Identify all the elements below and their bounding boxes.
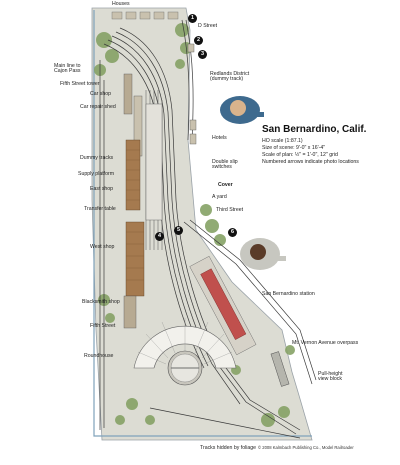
photo-marker: 3	[198, 50, 207, 59]
viewer-figure-1	[220, 96, 264, 124]
label-roundhouse: Roundhouse	[84, 353, 114, 359]
label-cover: Cover	[218, 182, 233, 188]
hotel-buildings	[187, 43, 197, 145]
label-houses: Houses	[112, 1, 130, 7]
photo-marker: 6	[228, 228, 237, 237]
label-fifth-tower: Fifth Street tower	[60, 81, 100, 87]
photo-marker: 4	[155, 232, 164, 241]
credit-line: © 2008 Kalmbach Publishing Co., Model Ra…	[258, 445, 354, 450]
roundhouse-stalls	[137, 318, 233, 365]
label-third-street: Third Street	[216, 207, 244, 213]
shop-roof-marks	[126, 149, 144, 281]
label-fifth-street: Fifth Street	[90, 323, 116, 329]
label-mt-vernon: Mt. Vernon Avenue overpass	[292, 340, 359, 346]
label-d-street: D Street	[198, 23, 218, 29]
label-west-shop: West shop	[90, 244, 115, 250]
label-car-shop: Car shop	[90, 91, 112, 97]
photo-marker: 2	[194, 36, 203, 45]
houses	[111, 11, 179, 20]
label-east-shop: East shop	[90, 186, 114, 192]
label-transfer-table: Transfer table	[84, 206, 116, 212]
label-hotels: Hotels	[212, 135, 227, 141]
photo-marker: 5	[174, 226, 183, 235]
viewer-figure-2	[240, 238, 286, 270]
mt-vernon-overpass	[270, 351, 290, 387]
car-shop-building	[123, 73, 133, 115]
label-double-slip: Double slip switches	[212, 159, 238, 171]
label-hidden-tracks: Tracks hidden by foliage	[200, 445, 257, 451]
info-line: Size of scene: 9'-0" x 16'-4"	[262, 145, 326, 151]
label-main-line: Main line to Cajon Pass	[54, 63, 81, 75]
fascia-line	[93, 10, 312, 437]
info-line: HO scale (1:87.1)	[262, 138, 303, 144]
label-dummy-tracks: Dummy tracks	[80, 155, 114, 161]
label-station: San Bernardino station	[262, 291, 315, 297]
scale-info: HO scale (1:87.1) Size of scene: 9'-0" x…	[262, 138, 392, 166]
label-a-yard: A yard	[212, 194, 227, 200]
label-car-repair-shed: Car repair shed	[80, 104, 116, 110]
supply-platform-building	[145, 103, 163, 221]
station-building	[200, 268, 247, 340]
photo-marker: 1	[188, 14, 197, 23]
roundhouse	[133, 325, 237, 386]
info-line: Scale of plan: ½" = 1'-0", 12" grid	[262, 152, 338, 158]
shop-buildings	[125, 139, 145, 297]
label-blacksmith: Blacksmith shop	[82, 299, 120, 305]
blacksmith-shop	[123, 295, 137, 329]
label-redlands: Redlands District (dummy track)	[210, 71, 250, 83]
label-pull-height: Pull-height view block	[318, 371, 343, 383]
label-supply-platform: Supply platform	[78, 171, 115, 177]
info-line: Numbered arrows indicate photo locations	[262, 159, 359, 165]
page-title: San Bernardino, Calif.	[262, 124, 367, 135]
